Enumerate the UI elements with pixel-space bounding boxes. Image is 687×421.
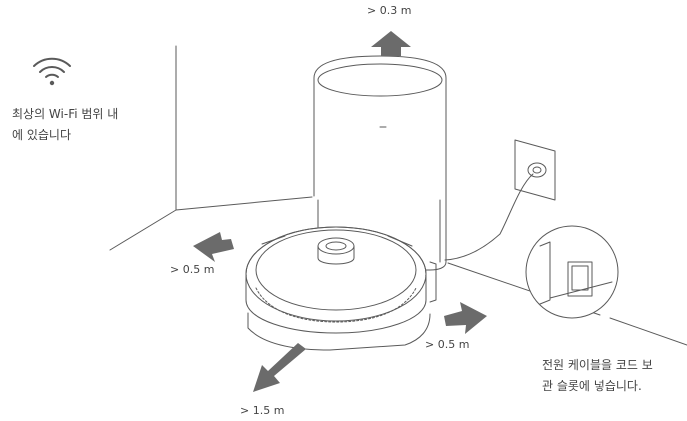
arrow-right-icon [444, 302, 487, 334]
lidar-sensor [317, 237, 355, 265]
arrow-up-icon [371, 31, 411, 56]
clearance-front-label: > 1.5 m [240, 404, 285, 417]
wifi-icon [33, 57, 71, 86]
wall-outlet [444, 139, 556, 261]
cable-note: 전원 케이블을 코드 보 관 슬롯에 넣습니다. [542, 355, 653, 397]
cable-note-line2: 관 슬롯에 넣습니다. [542, 379, 642, 393]
arrow-down-left-icon [253, 343, 306, 392]
clearance-top-label: > 0.3 m [367, 4, 412, 17]
wifi-note: 최상의 Wi-Fi 범위 내 에 있습니다 [12, 104, 118, 146]
clearance-right-label: > 0.5 m [425, 338, 470, 351]
arrow-left-icon [193, 232, 234, 262]
docking-station [313, 55, 447, 271]
wifi-note-line1: 최상의 Wi-Fi 범위 내 [12, 107, 119, 121]
cable-slot-callout [525, 225, 619, 319]
cable-note-line1: 전원 케이블을 코드 보 [542, 358, 653, 372]
robot-vacuum [245, 226, 437, 351]
wifi-note-line2: 에 있습니다 [12, 128, 72, 142]
clearance-left-label: > 0.5 m [170, 263, 215, 276]
